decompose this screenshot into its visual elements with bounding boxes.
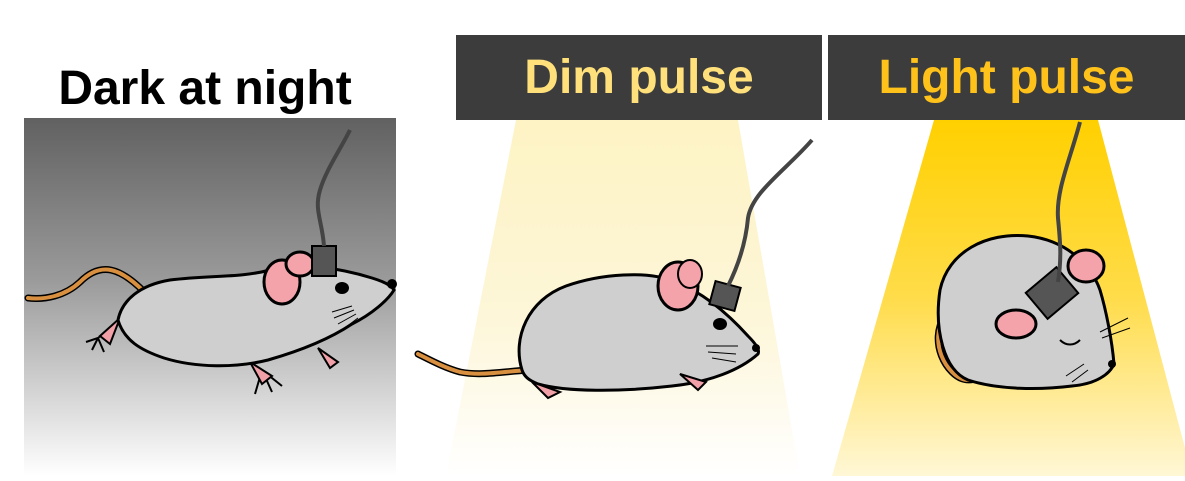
dark-at-night-label: Dark at night bbox=[30, 52, 380, 124]
light-pulse-label: Light pulse bbox=[828, 35, 1185, 120]
dim-pulse-label: Dim pulse bbox=[456, 35, 822, 120]
